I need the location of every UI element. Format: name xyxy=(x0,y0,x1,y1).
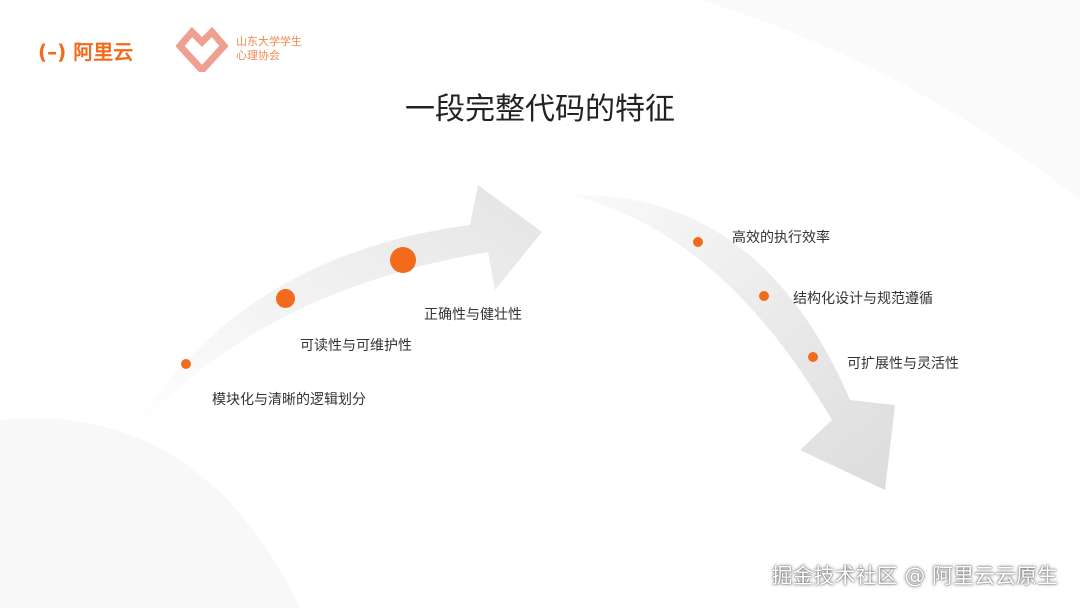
feature-label: 可读性与可维护性 xyxy=(300,338,412,354)
feature-label: 正确性与健壮性 xyxy=(424,307,522,323)
left-dot-2 xyxy=(276,289,295,308)
feature-label: 模块化与清晰的逻辑划分 xyxy=(212,392,366,408)
right-arrow xyxy=(570,194,895,490)
aliyun-logo: (–) 阿里云 xyxy=(38,36,133,65)
page-title: 一段完整代码的特征 xyxy=(405,92,675,127)
aliyun-logo-text: 阿里云 xyxy=(73,40,134,64)
aliyun-logo-icon: (–) xyxy=(38,40,67,64)
left-arrow xyxy=(130,185,542,435)
sdu-logo-text: 山东大学学生心理协会 xyxy=(236,35,302,62)
feature-label: 可扩展性与灵活性 xyxy=(847,356,959,372)
left-dot-1 xyxy=(181,359,191,369)
feature-label: 结构化设计与规范遵循 xyxy=(793,291,933,307)
sdu-logo: 山东大学学生心理协会 xyxy=(176,26,308,72)
right-dot-3 xyxy=(808,352,818,362)
heart-logo-icon xyxy=(176,26,228,72)
right-dot-2 xyxy=(759,291,769,301)
watermark: 掘金技术社区 @ 阿里云云原生 xyxy=(771,564,1058,588)
feature-label: 高效的执行效率 xyxy=(732,230,830,246)
right-dot-1 xyxy=(693,237,703,247)
left-dot-3 xyxy=(390,247,416,273)
